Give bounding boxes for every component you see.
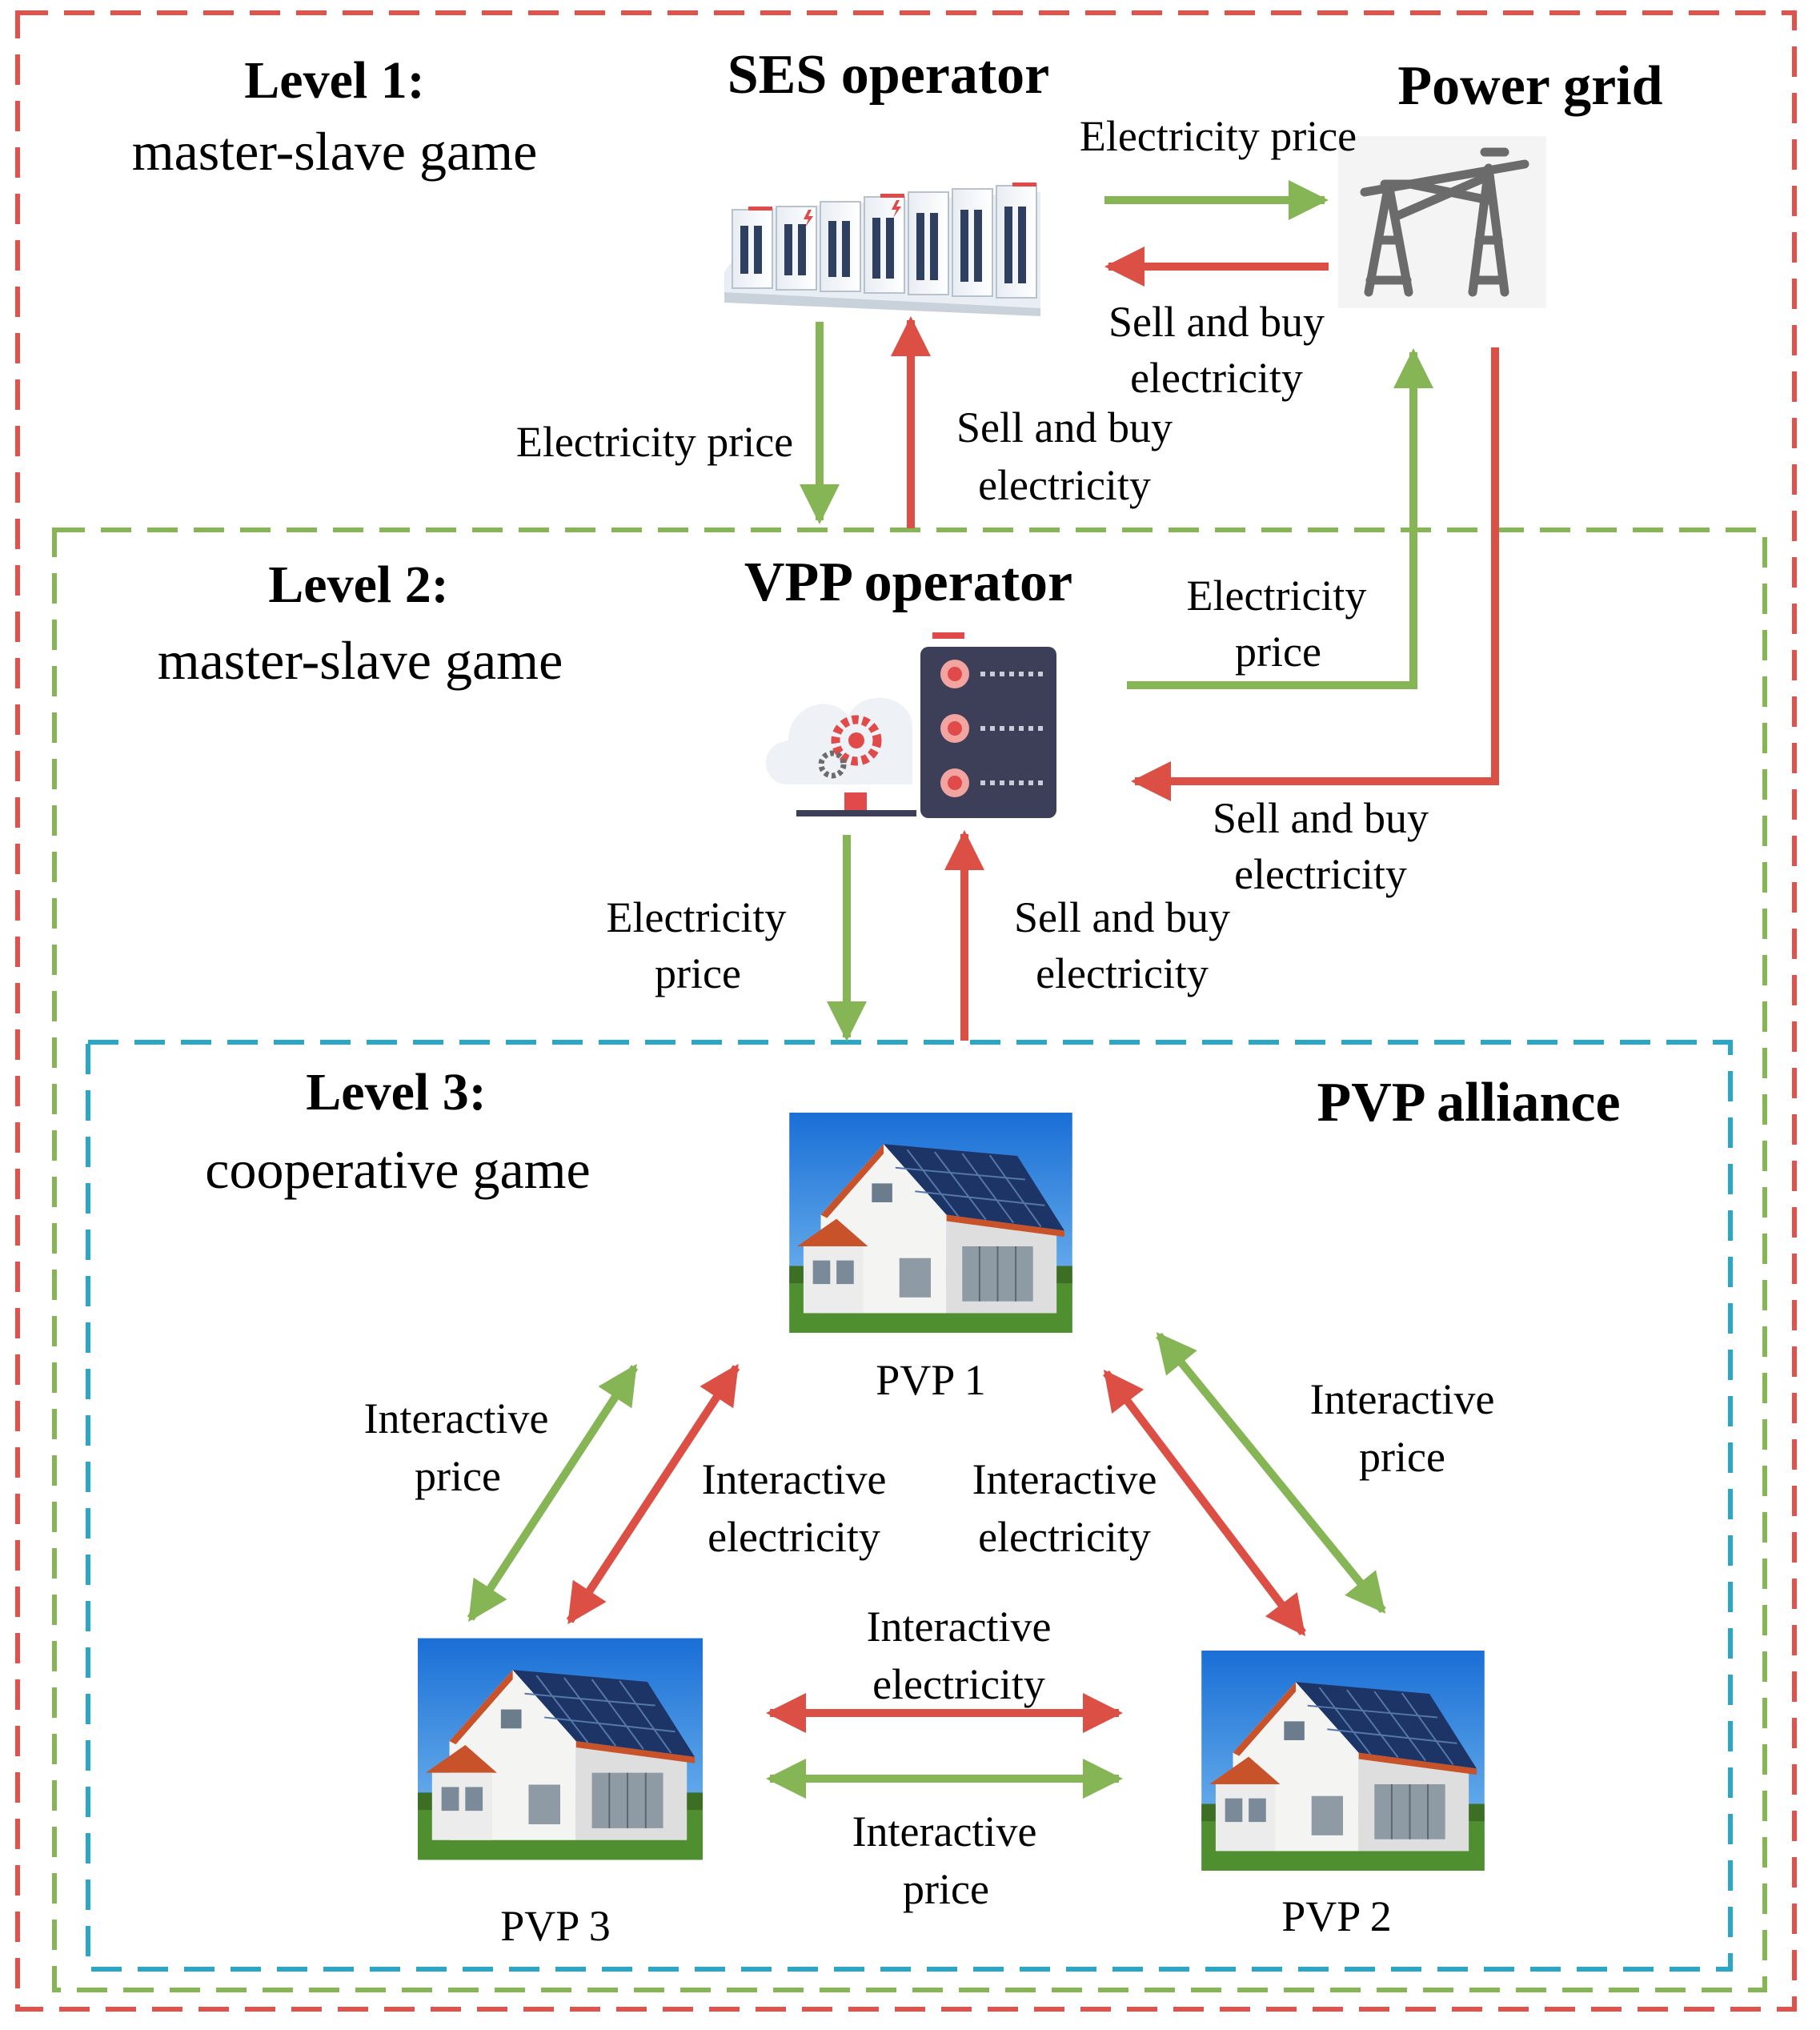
cloud-server-icon: [765, 632, 1056, 818]
level3-border: [86, 1040, 1733, 1972]
p3-p2-price-label-line2: price: [903, 1865, 989, 1913]
level2-border: [52, 528, 1767, 1992]
pvp1-pvp2-price-arrow: [1156, 1332, 1386, 1614]
pvp-alliance-title: PVP alliance: [1317, 1072, 1620, 1133]
p1-p3-price-label-line1: Interactive: [364, 1394, 549, 1442]
p1-p3-price-label-line2: price: [415, 1452, 501, 1500]
p1-p3-elec-label-line1: Interactive: [702, 1455, 887, 1503]
ses-grid-trade-label-line2: electricity: [1130, 354, 1303, 402]
level2-title: Level 2:: [268, 556, 448, 614]
level2-subtitle: master-slave game: [158, 630, 563, 691]
p3-p2-elec-label-line1: Interactive: [867, 1603, 1052, 1651]
vpp-operator-title: VPP operator: [744, 552, 1072, 613]
p1-p3-elec-label-line2: electricity: [708, 1513, 880, 1561]
ses-grid-trade-label-line1: Sell and buy: [1108, 298, 1325, 346]
grid-to-vpp-trade-arrow: [1131, 347, 1499, 801]
ses-operator-title: SES operator: [728, 44, 1050, 106]
pvp1-house-image: [788, 1113, 1073, 1333]
transmission-tower-icon: [1338, 136, 1546, 308]
level1-title: Level 1:: [244, 51, 424, 110]
ses-vpp-trade-label-line2: electricity: [978, 461, 1151, 509]
vpp-pvp-trade-label-line1: Sell and buy: [1014, 893, 1230, 941]
pvp3-house-image: [418, 1638, 703, 1860]
pvp3-label: PVP 3: [500, 1902, 611, 1950]
battery-storage-icon: [724, 183, 1040, 316]
p1-p2-elec-label-line1: Interactive: [972, 1455, 1157, 1503]
grid-vpp-price-label-line1: Electricity: [1187, 572, 1367, 620]
pvp2-label: PVP 2: [1281, 1892, 1392, 1940]
level1-border: [15, 10, 1797, 2012]
pvp2-house-image: [1201, 1651, 1485, 1871]
level3-subtitle: cooperative game: [205, 1139, 590, 1200]
p3-p2-price-label-line1: Interactive: [852, 1807, 1037, 1855]
level3-title: Level 3:: [306, 1063, 486, 1121]
grid-vpp-trade-label-line2: electricity: [1234, 850, 1407, 898]
p1-p2-elec-label-line2: electricity: [978, 1513, 1151, 1561]
pvp1-pvp3-electricity-arrow: [566, 1363, 740, 1625]
p3-p2-elec-label-line2: electricity: [872, 1660, 1045, 1708]
p1-p2-price-label-line2: price: [1359, 1433, 1445, 1481]
grid-vpp-price-label-line2: price: [1235, 628, 1321, 676]
vpp-to-grid-price-arrow: [1127, 348, 1433, 689]
power-grid-title: Power grid: [1397, 55, 1662, 117]
p1-p2-price-label-line1: Interactive: [1310, 1375, 1495, 1423]
vpp-pvp-trade-label-line2: electricity: [1036, 949, 1209, 997]
ses-vpp-price-label: Electricity price: [516, 418, 793, 466]
grid-vpp-trade-label-line1: Sell and buy: [1213, 794, 1429, 842]
level1-subtitle: master-slave game: [132, 121, 538, 182]
pvp1-label: PVP 1: [876, 1356, 986, 1404]
vpp-pvp-price-label-line1: Electricity: [607, 893, 787, 941]
ses-grid-price-label: Electricity price: [1080, 112, 1357, 160]
vpp-pvp-price-label-line2: price: [655, 949, 741, 997]
ses-vpp-trade-label-line1: Sell and buy: [956, 403, 1173, 451]
